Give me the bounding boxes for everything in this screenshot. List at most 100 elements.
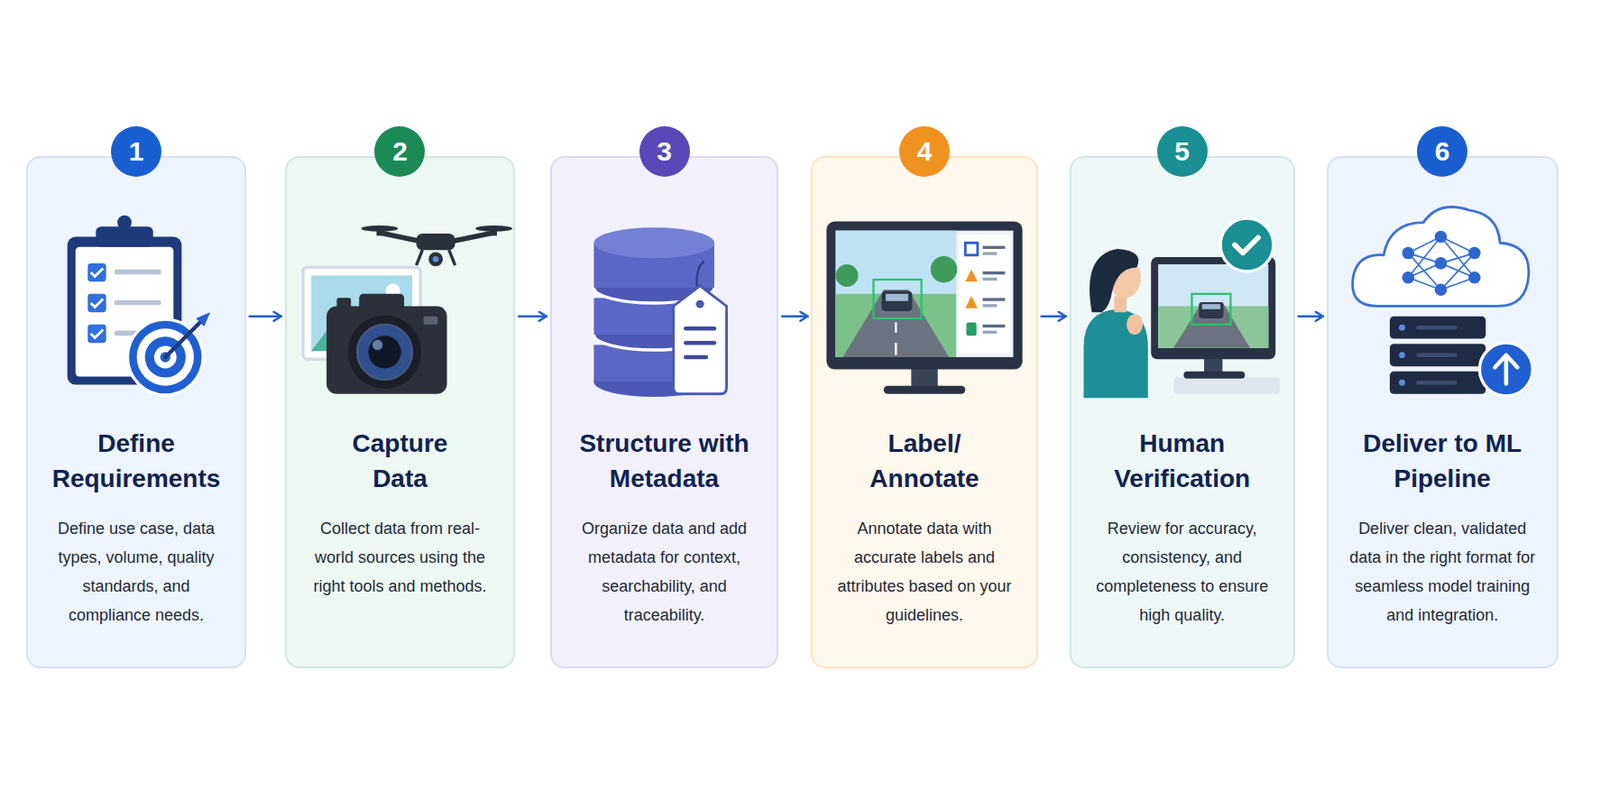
human-review-icon-part bbox=[1126, 313, 1143, 335]
database-tag-icon-part bbox=[673, 285, 727, 395]
camera-drone-icon-part bbox=[490, 228, 497, 236]
human-review-icon-part bbox=[1113, 295, 1127, 313]
database-tag-icon bbox=[593, 227, 727, 397]
camera-drone-icon-part bbox=[357, 324, 413, 380]
cloud-server-icon-part bbox=[1468, 271, 1481, 285]
annotation-monitor-icon-part bbox=[873, 279, 921, 319]
flow-arrow bbox=[781, 314, 808, 318]
step-description: Annotate data with accurate labels and a… bbox=[828, 514, 1020, 630]
step-number: 6 bbox=[1416, 126, 1468, 177]
clipboard-icon-part bbox=[114, 300, 162, 306]
annotation-monitor-icon-part bbox=[965, 295, 978, 309]
cloud-server-icon-part bbox=[1416, 352, 1457, 358]
human-review-icon-part bbox=[1183, 371, 1245, 379]
camera-drone-icon-part bbox=[311, 275, 413, 351]
database-tag-icon-part bbox=[683, 355, 709, 360]
cloud-server-icon-part bbox=[1402, 247, 1416, 260]
clipboard-icon-part bbox=[95, 226, 153, 248]
step-number: 3 bbox=[639, 126, 690, 177]
annotation-monitor-icon-part bbox=[836, 230, 957, 358]
step-title: Define Requirements bbox=[44, 425, 228, 497]
annotation-monitor-icon-part bbox=[983, 251, 998, 255]
step-title: Human Verification bbox=[1087, 425, 1278, 497]
camera-drone-icon-part bbox=[386, 284, 401, 299]
step-card: 4Label/ AnnotateAnnotate data with accur… bbox=[810, 156, 1038, 669]
annotation-monitor-icon-part bbox=[826, 221, 1022, 370]
annotation-monitor-icon-part bbox=[882, 290, 913, 312]
human-review-icon-part bbox=[1108, 257, 1141, 298]
step-number: 1 bbox=[110, 126, 162, 177]
cloud-server-icon-part bbox=[1402, 271, 1416, 285]
step-description: Deliver clean, validated data in the rig… bbox=[1344, 514, 1541, 630]
cloud-server-icon-part bbox=[1494, 355, 1518, 385]
step-number: 4 bbox=[899, 126, 950, 177]
camera-drone-icon-part bbox=[367, 335, 401, 368]
human-review-icon-part bbox=[1198, 302, 1223, 319]
annotation-monitor-icon-part bbox=[983, 277, 998, 281]
annotation-monitor-icon-part bbox=[885, 294, 909, 302]
camera-drone-icon-part bbox=[326, 305, 448, 394]
camera-drone-icon-part bbox=[428, 251, 443, 267]
clipboard-icon-part bbox=[87, 263, 106, 282]
step-title: Deliver to ML Pipeline bbox=[1350, 425, 1535, 497]
human-review-icon-part bbox=[1220, 218, 1274, 272]
database-tag-icon-part bbox=[593, 319, 715, 350]
clipboard-icon-part bbox=[114, 269, 162, 276]
cloud-server-icon-part bbox=[1389, 316, 1486, 340]
step-title: Label/ Annotate bbox=[847, 425, 1002, 497]
flow-arrow bbox=[249, 314, 282, 318]
human-review-icon-part bbox=[1084, 309, 1149, 398]
cloud-server-icon-part bbox=[1479, 342, 1533, 396]
camera-drone-icon-part bbox=[379, 232, 495, 241]
clipboard-icon-part bbox=[91, 298, 104, 307]
camera-drone-icon-part bbox=[311, 302, 413, 351]
camera-drone-icon-part bbox=[348, 315, 422, 389]
human-review-icon-part bbox=[1150, 257, 1276, 359]
human-review-icon bbox=[1084, 218, 1280, 398]
annotation-monitor-icon bbox=[826, 221, 1022, 395]
database-tag-icon-part bbox=[683, 326, 717, 332]
database-tag-icon-part bbox=[593, 366, 715, 397]
annotation-monitor-icon-part bbox=[983, 271, 1006, 275]
database-tag-icon-part bbox=[593, 242, 715, 288]
annotation-monitor-icon-part bbox=[983, 303, 998, 307]
camera-drone-icon-part bbox=[432, 256, 440, 263]
step-card: 5Human VerificationReview for accuracy, … bbox=[1069, 156, 1296, 669]
clipboard-icon-part bbox=[195, 312, 211, 327]
step-title: Capture Data bbox=[323, 425, 478, 497]
human-review-icon-part bbox=[1158, 305, 1269, 348]
database-tag-icon-part bbox=[683, 340, 717, 346]
clipboard-icon-part bbox=[127, 319, 203, 396]
annotation-monitor-icon-part bbox=[965, 269, 978, 283]
cloud-server-icon-part bbox=[1407, 236, 1475, 290]
camera-drone-icon-part bbox=[336, 297, 351, 308]
cloud-server-icon-part bbox=[1389, 343, 1486, 367]
clipboard-icon-part bbox=[87, 324, 106, 343]
step-card: 1Define RequirementsDefine use case, dat… bbox=[26, 156, 246, 669]
database-tag-icon-part bbox=[593, 227, 715, 258]
camera-drone-icon-part bbox=[416, 249, 456, 266]
cloud-server-icon-part bbox=[1468, 247, 1481, 260]
step-description: Collect data from real-world sources usi… bbox=[303, 514, 498, 601]
camera-drone-icon-part bbox=[361, 225, 399, 232]
annotation-monitor-icon-part bbox=[983, 324, 1006, 328]
annotation-monitor-icon-part bbox=[894, 322, 897, 356]
human-review-icon-part bbox=[1234, 238, 1259, 254]
flow-arrow bbox=[1298, 314, 1324, 318]
cloud-server-icon-part bbox=[1416, 325, 1457, 331]
cloud-server-icon-part bbox=[1434, 257, 1448, 270]
step-description: Review for accuracy, consistency, and co… bbox=[1087, 514, 1278, 630]
cloud-server-icon bbox=[1352, 207, 1534, 396]
clipboard-icon-part bbox=[154, 346, 177, 369]
clipboard-icon-part bbox=[91, 268, 104, 277]
clipboard-icon-part bbox=[137, 328, 194, 386]
camera-drone-icon-part bbox=[358, 294, 405, 311]
annotation-monitor-icon-part bbox=[843, 289, 950, 358]
step-number: 5 bbox=[1157, 126, 1208, 177]
camera-drone-icon-part bbox=[416, 233, 456, 250]
annotation-monitor-icon-part bbox=[836, 264, 859, 287]
step-description: Define use case, data types, volume, qua… bbox=[44, 514, 228, 630]
flow-arrow bbox=[1041, 314, 1067, 318]
camera-drone-icon-part bbox=[303, 266, 421, 359]
